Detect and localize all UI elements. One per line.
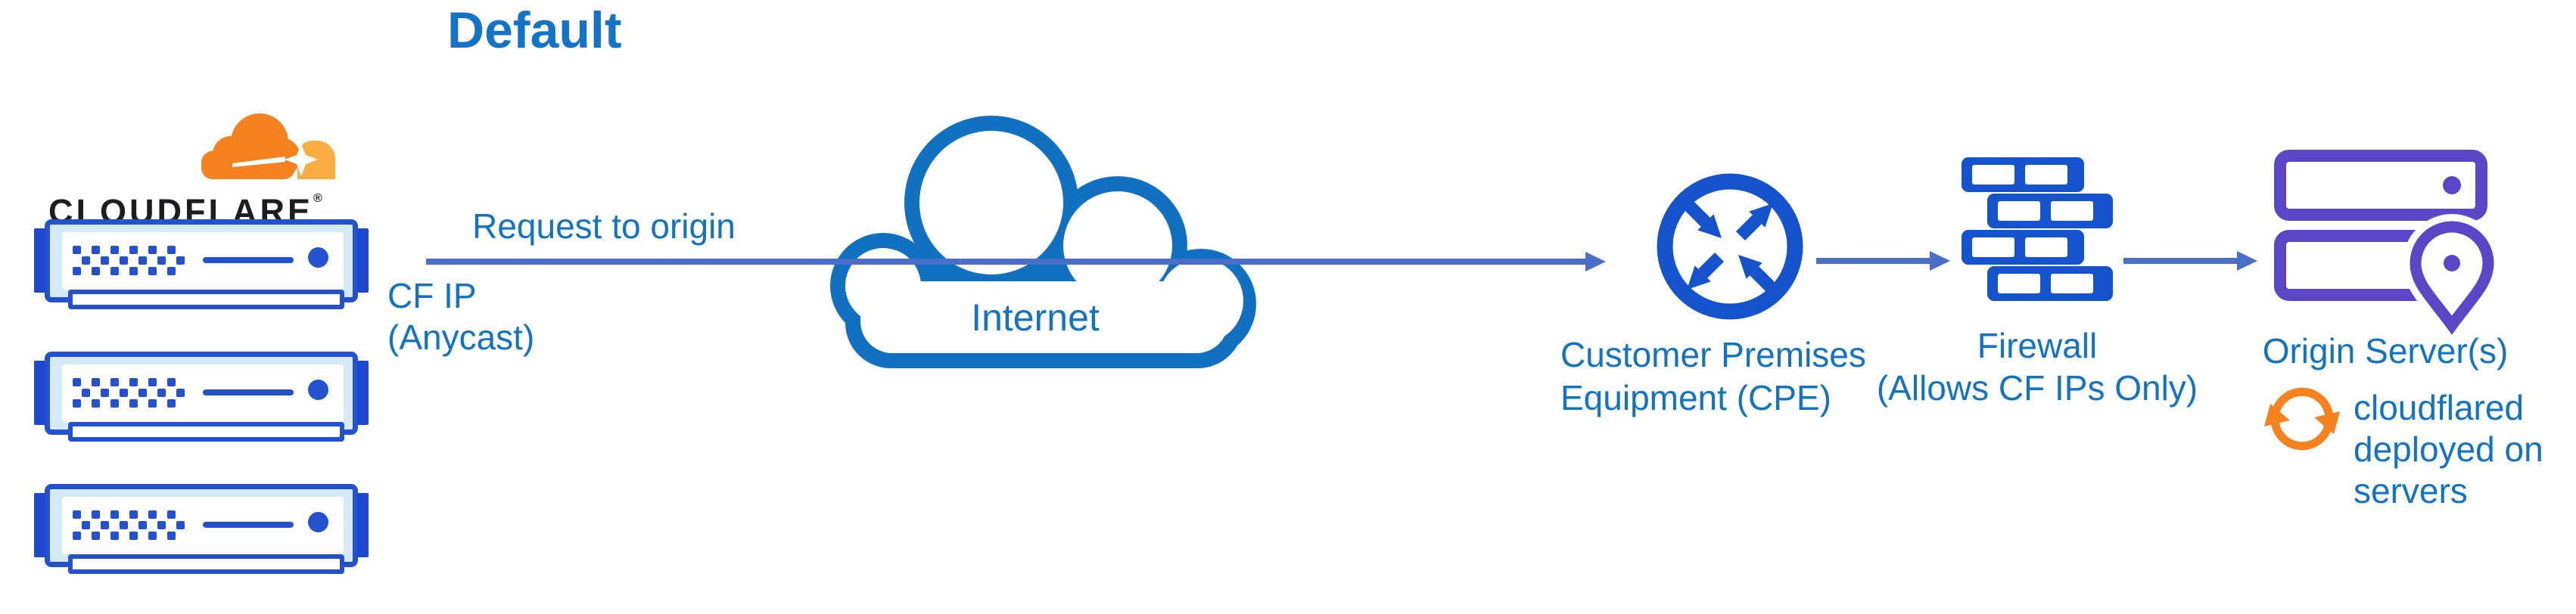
server-tray — [68, 290, 344, 309]
server-slot — [203, 257, 294, 263]
origin-servers-icon — [2274, 150, 2502, 347]
firewall-label-line2: (Allows CF IPs Only) — [1876, 368, 2198, 408]
server-icon — [34, 352, 369, 442]
flow-arrow-head-cpe-firewall — [1930, 251, 1950, 271]
cf-ip-anycast-label: CF IP (Anycast) — [387, 275, 534, 358]
server-side-tab — [34, 228, 45, 293]
flow-arrow-line-cpe-firewall — [1816, 258, 1931, 264]
diagram-title: Default — [447, 2, 622, 59]
cpe-label-line1: Customer Premises — [1560, 335, 1866, 374]
server-face — [62, 364, 344, 422]
server-icon — [34, 219, 369, 309]
server-side-tab — [357, 493, 369, 557]
server-face — [62, 232, 344, 290]
cloudflared-note-line1: cloudflared — [2354, 388, 2525, 427]
server-side-tab — [34, 493, 45, 557]
request-to-origin-label: Request to origin — [472, 206, 736, 246]
cloudflared-note-line3: servers — [2354, 471, 2468, 510]
cloudflared-note-line2: deployed on — [2354, 429, 2543, 469]
cf-ip-line: CF IP — [387, 276, 477, 315]
server-power-button — [308, 247, 328, 268]
cloudflare-logo-icon — [201, 113, 335, 179]
firewall-label: Firewall (Allows CF IPs Only) — [1871, 324, 2204, 409]
firewall-icon — [1962, 157, 2113, 301]
cpe-label-line2: Equipment (CPE) — [1560, 378, 1831, 417]
cpe-label: Customer Premises Equipment (CPE) — [1560, 333, 1866, 420]
location-pin-icon — [2402, 213, 2502, 347]
registered-trademark: ® — [313, 192, 322, 205]
server-slot — [203, 389, 294, 395]
server-vent-dots — [73, 377, 195, 408]
server-icon — [34, 484, 369, 574]
internet-label: Internet — [971, 296, 1100, 339]
flow-arrow-line-firewall-origin — [2123, 258, 2238, 264]
cpe-router-icon — [1657, 173, 1803, 320]
cloudflared-note: cloudflared deployed on servers — [2354, 387, 2543, 512]
server-vent-dots — [73, 244, 195, 276]
server-side-tab — [34, 361, 45, 425]
cloudflared-sync-icon — [2264, 387, 2340, 451]
server-face — [62, 497, 344, 554]
server-tray — [68, 554, 344, 574]
server-vent-dots — [73, 509, 195, 541]
firewall-label-line1: Firewall — [1977, 326, 2098, 365]
flow-arrow-head-firewall-origin — [2237, 251, 2257, 271]
server-tray — [68, 422, 344, 442]
server-side-tab — [357, 228, 369, 293]
server-side-tab — [357, 361, 369, 425]
flow-arrow-line-main — [426, 259, 1585, 265]
server-slot — [203, 522, 294, 528]
flow-arrow-head-main — [1585, 252, 1606, 271]
origin-servers-label: Origin Server(s) — [2262, 331, 2509, 371]
server-power-button — [308, 512, 328, 532]
server-power-button — [308, 380, 328, 400]
anycast-line: (Anycast) — [387, 318, 535, 357]
